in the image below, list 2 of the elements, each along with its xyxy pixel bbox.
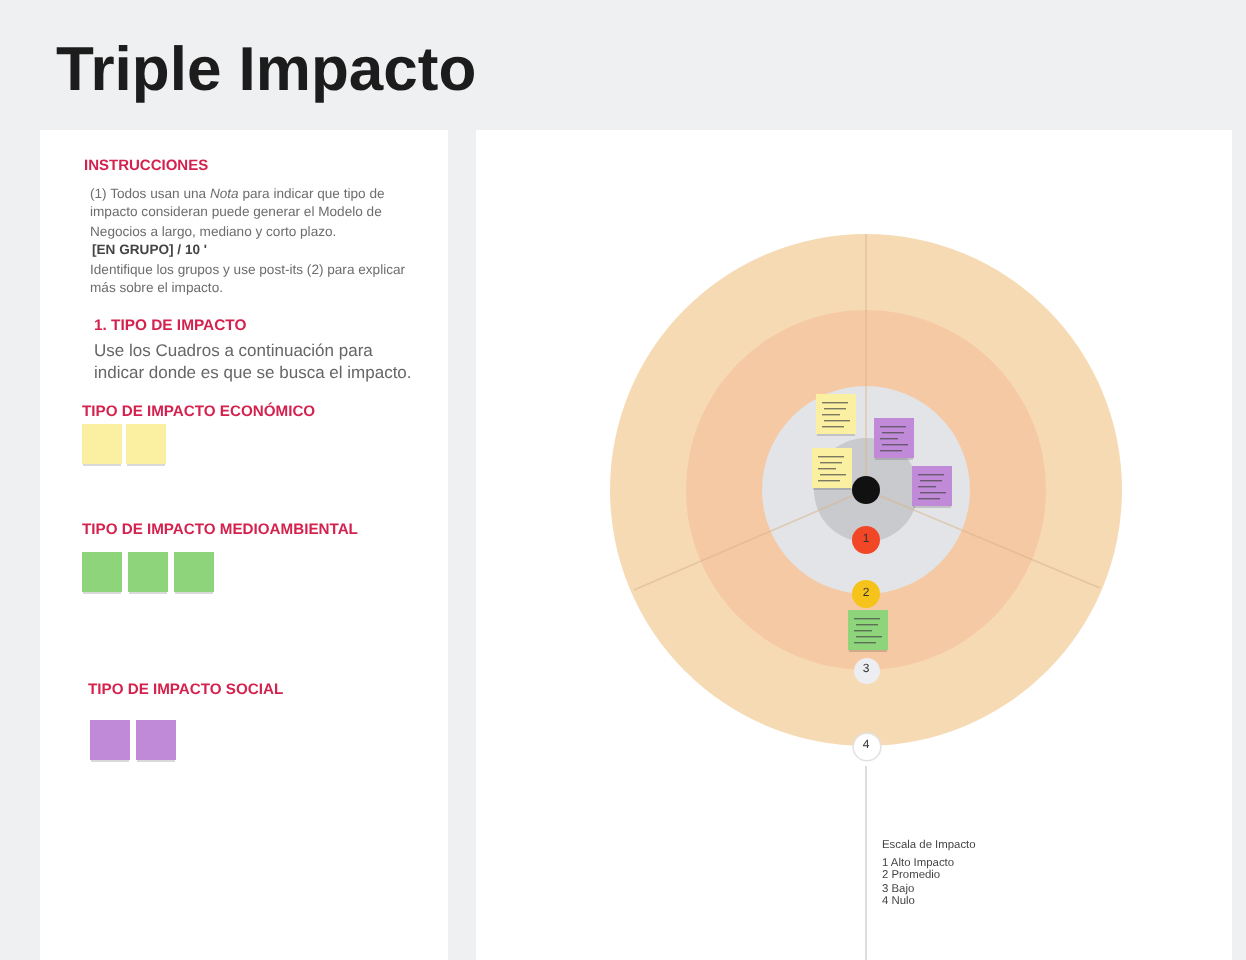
instruction-text: Use los Cuadros a continuación para indicar donde es que se busca el impacto.	[94, 339, 414, 387]
page-title: Triple Impacto	[56, 34, 477, 106]
